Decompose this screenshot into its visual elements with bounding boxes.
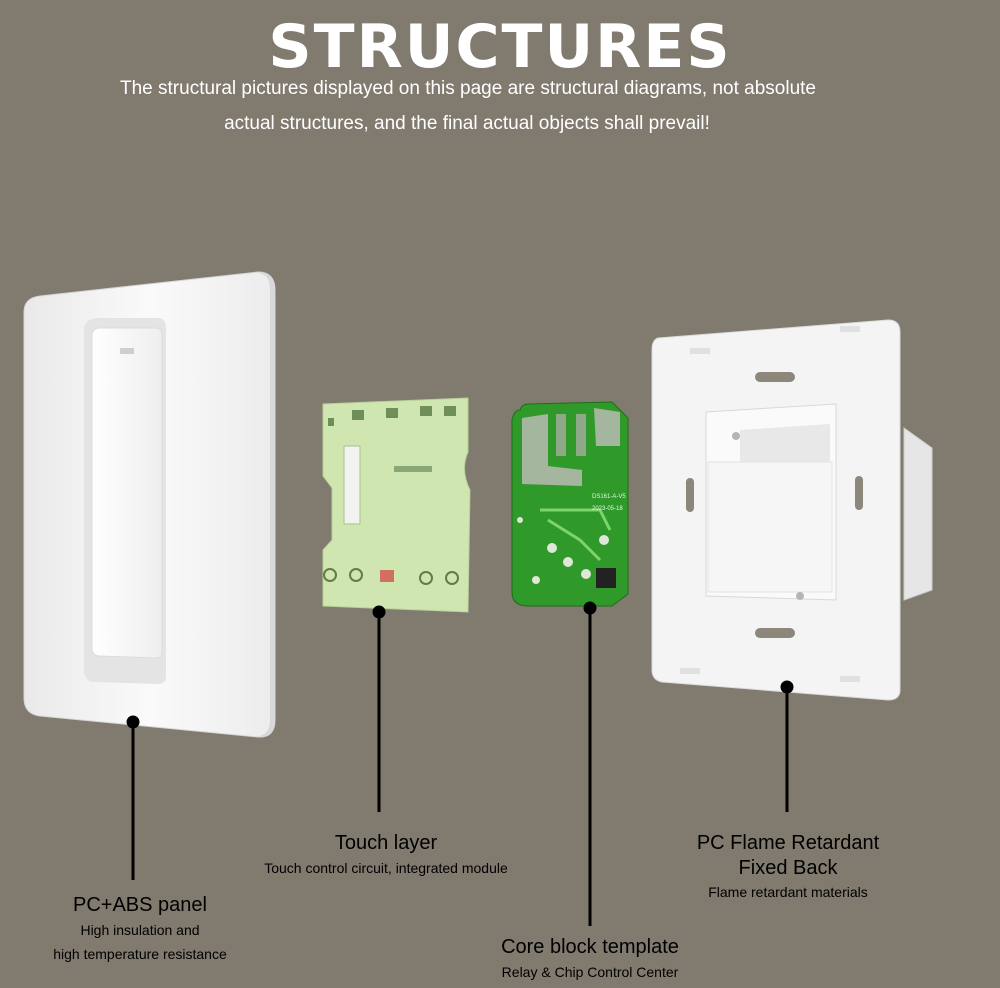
label-panel-desc-2: high temperature resistance: [53, 946, 227, 962]
label-back-desc: Flame retardant materials: [708, 884, 868, 900]
label-back-name-1: PC Flame Retardant: [696, 832, 880, 854]
pc-abs-panel-image: [23, 271, 276, 738]
fixed-back-image: [651, 319, 933, 701]
leader-dot-core: [583, 601, 597, 615]
page-title: STRUCTURES: [268, 12, 732, 82]
pcb-model-text: DS161-A-V5: [592, 494, 626, 500]
label-touch-name: Touch layer: [334, 832, 438, 854]
label-back-name-2: Fixed Back: [738, 857, 838, 879]
core-block-image: DS161-A-V5 2023-05-18: [511, 401, 629, 607]
label-panel-desc-1: High insulation and: [80, 922, 200, 938]
leader-dot-panel: [126, 715, 140, 729]
leader-dot-touch: [372, 605, 386, 619]
leader-dot-back: [780, 680, 794, 694]
subtitle-line-2: actual structures, and the final actual …: [224, 113, 710, 134]
label-touch-desc: Touch control circuit, integrated module: [264, 860, 508, 876]
label-panel-name: PC+ABS panel: [73, 894, 207, 916]
label-core-name: Core block template: [501, 936, 679, 958]
subtitle-line-1: The structural pictures displayed on thi…: [120, 78, 816, 99]
pcb-date-text: 2023-05-18: [592, 506, 623, 512]
label-core-desc: Relay & Chip Control Center: [501, 964, 679, 980]
touch-layer-image: [322, 397, 471, 613]
